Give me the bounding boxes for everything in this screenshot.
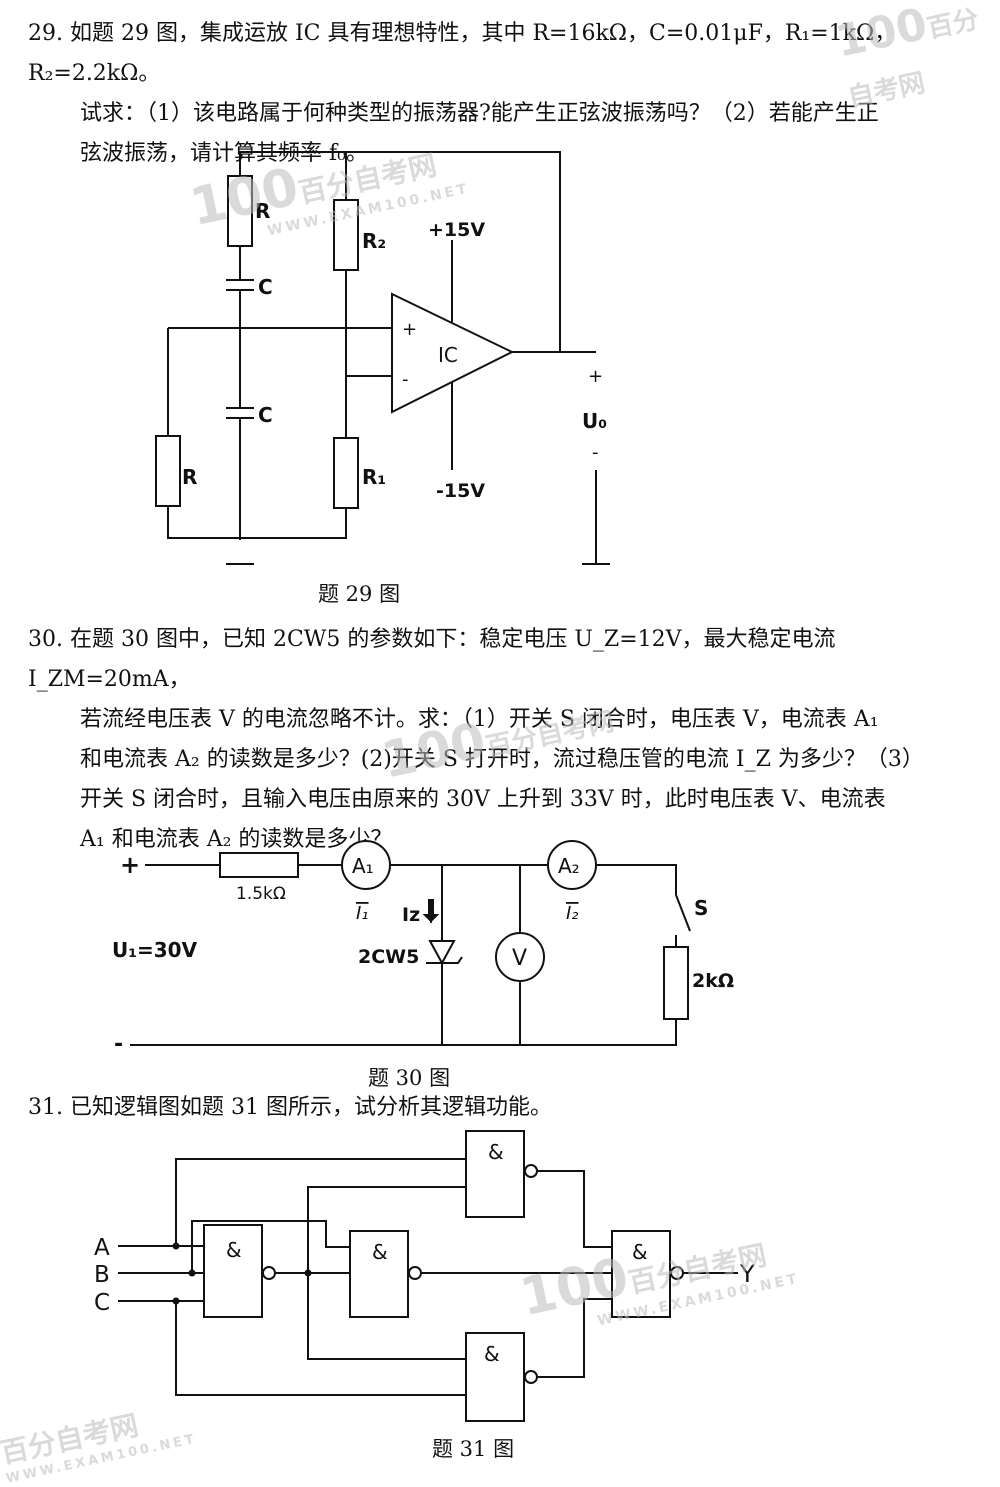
fig30-minus: - [114,1032,123,1057]
figure-29-circuit: R R₂ +15V C C + - IC + U₀ - R R₁ -15V [155,151,610,565]
gate4-symbol: & [484,1342,500,1366]
fig29-c-top: C [258,275,273,299]
fig29-r1: R₁ [362,465,386,489]
gate3-symbol: & [488,1140,504,1164]
fig30-switch: S [694,896,708,920]
fig31-input-c: C [94,1290,110,1316]
fig29-r-top: R [255,199,270,223]
q30-line1: 30. 在题 30 图中，已知 2CW5 的参数如下：稳定电压 U_Z=12V，… [28,627,836,692]
wm5-site: WWW.EXAM100.NET [4,1431,199,1487]
fig30-input-voltage: U₁=30V [112,938,198,962]
fig30-caption: 题 30 图 [368,1066,451,1090]
gate1-symbol: & [226,1238,242,1262]
q30-line2: 若流经电压表 V 的电流忽略不计。求：（1）开关 S 闭合时，电压表 V，电流表… [80,707,879,732]
fig29-c-bot: C [258,403,273,427]
fig31-output-y: Y [739,1260,755,1288]
fig30-a2: A₂ [558,854,580,878]
fig31-input-b: B [94,1262,110,1288]
q30-line3: 和电流表 A₂ 的读数是多少？(2)开关 S 打开时，流过稳压管的电流 I_Z … [80,747,924,772]
fig29-uo-plus: + [588,366,603,387]
fig31-caption: 题 31 图 [432,1437,515,1461]
q30-line5: A₁ 和电流表 A₂ 的读数是多少？ [80,827,393,852]
q30-line4: 开关 S 闭合时，且输入电压由原来的 30V 上升到 33V 时，此时电压表 V… [80,787,886,812]
fig29-r2: R₂ [362,229,386,253]
fig30-resistor-label: 1.5kΩ [236,884,286,904]
fig30-plus: + [120,851,140,879]
fig30-a1: A₁ [352,854,374,878]
figure-30-circuit: + 1.5kΩ A₁ A₂ I₁ I₂ Iz 2CW5 V S 2kΩ U₁=3… [112,840,734,1057]
fig29-ic-label: IC [438,343,458,367]
fig30-diode-label: 2CW5 [358,946,419,968]
gate5-symbol: & [632,1240,648,1264]
fig30-iz: Iz [402,904,420,926]
gate2-symbol: & [372,1240,388,1264]
fig30-voltmeter: V [512,946,527,971]
fig30-i1: I₁ [356,903,369,924]
figure-31-logic: A B C Y & & & & & [94,1130,755,1422]
fig29-vplus: +15V [428,219,485,241]
fig29-vminus: -15V [436,480,485,502]
fig29-minus-input: - [402,369,409,390]
question-30: 30. 在题 30 图中，已知 2CW5 的参数如下：稳定电压 U_Z=12V，… [28,620,978,860]
q29-line1: 29. 如题 29 图，集成运放 IC 具有理想特性，其中 R=16kΩ，C=0… [28,21,897,86]
fig29-uo-minus: - [592,442,599,463]
fig29-uo: U₀ [582,409,607,433]
fig29-plus-input: + [402,319,417,340]
question-29: 29. 如题 29 图，集成运放 IC 具有理想特性，其中 R=16kΩ，C=0… [28,14,978,174]
fig30-i2: I₂ [566,903,579,924]
q31-line1: 31. 已知逻辑图如题 31 图所示，试分析其逻辑功能。 [28,1095,552,1120]
fig31-input-a: A [94,1235,110,1261]
fig29-caption: 题 29 图 [318,582,401,606]
q29-line3: 弦波振荡，请计算其频率 f₀。 [80,141,368,166]
q29-line2: 试求：（1）该电路属于何种类型的振荡器?能产生正弦波振荡吗？（2）若能产生正 [80,101,879,126]
question-31: 31. 已知逻辑图如题 31 图所示，试分析其逻辑功能。 [28,1088,978,1128]
fig30-load: 2kΩ [692,970,734,992]
fig29-r-bot: R [182,465,197,489]
